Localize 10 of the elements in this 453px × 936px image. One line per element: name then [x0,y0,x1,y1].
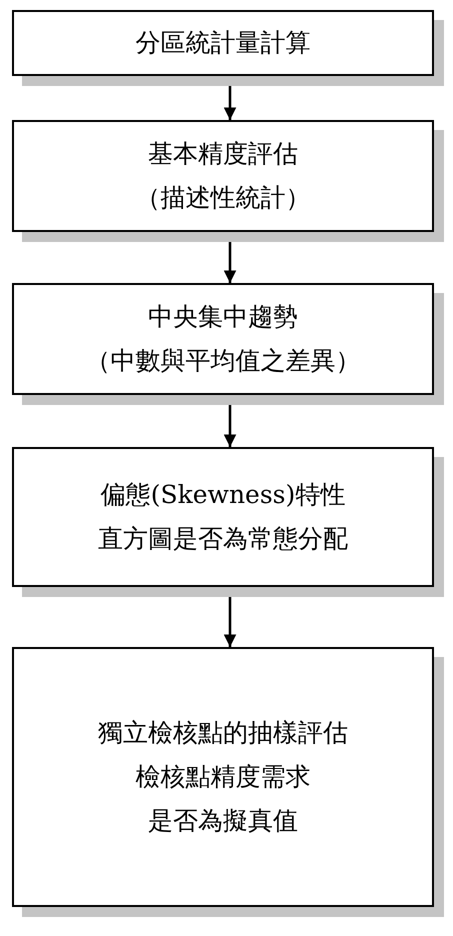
box-text: 檢核點精度需求 [136,761,310,793]
box-text: 獨立檢核點的抽樣評估 [98,717,348,749]
box-text: 基本精度評估 [148,138,298,170]
box-text: 是否為擬真值 [148,805,298,837]
box-text: 直方圖是否為常態分配 [98,523,348,555]
box-text: 中央集中趨勢 [148,301,298,333]
box-text: （中數與平均值之差異） [86,345,360,377]
box-text: （描述性統計） [136,182,310,214]
box-text: 偏態(Skewness)特性 [100,479,346,511]
box-text: 分區統計量計算 [136,27,310,59]
